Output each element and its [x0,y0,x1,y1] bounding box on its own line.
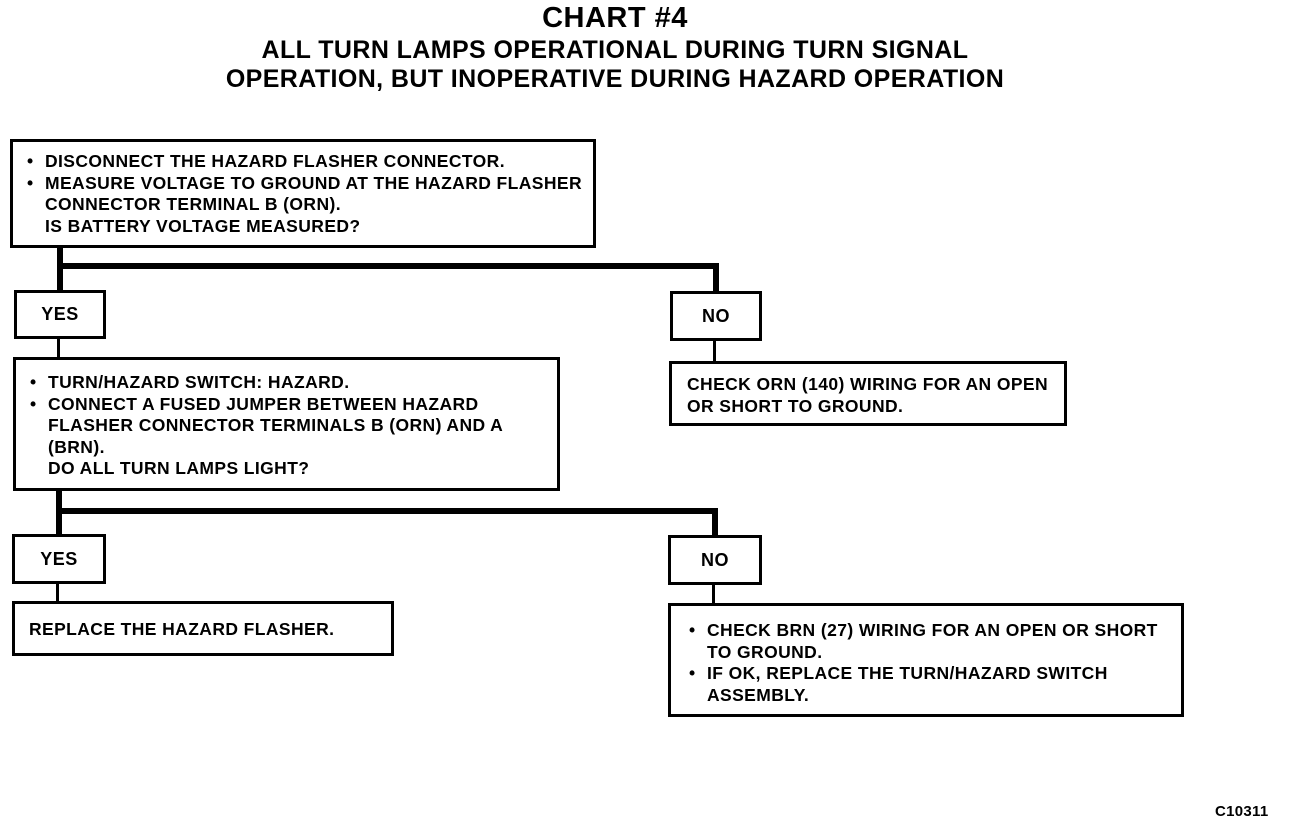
step2-no-result-box: CHECK BRN (27) WIRING FOR AN OPEN OR SHO… [668,603,1184,717]
connector-step1-horizontal [57,263,719,269]
connector-step1-down [57,246,63,292]
step2-yes-label: YES [12,534,106,584]
step2-bullet: TURN/HAZARD SWITCH: HAZARD. [28,372,547,394]
step1-bullet: MEASURE VOLTAGE TO GROUND AT THE HAZARD … [25,173,583,216]
connector-step2-horizontal [56,508,718,514]
chart-subtitle-line2: OPERATION, BUT INOPERATIVE DURING HAZARD… [225,65,1005,93]
step1-box: DISCONNECT THE HAZARD FLASHER CONNECTOR.… [10,139,596,248]
step2-box: TURN/HAZARD SWITCH: HAZARD. CONNECT A FU… [13,357,560,491]
connector-step2-no-down [712,508,718,537]
step1-bullet: DISCONNECT THE HAZARD FLASHER CONNECTOR. [25,151,583,173]
step1-no-label: NO [670,291,762,341]
step1-no-result-text: CHECK ORN (140) WIRING FOR AN OPEN OR SH… [687,374,1049,416]
step1-question: IS BATTERY VOLTAGE MEASURED? [45,215,361,236]
step2-no-result-bullet: IF OK, REPLACE THE TURN/HAZARD SWITCH AS… [687,663,1171,706]
step2-question: DO ALL TURN LAMPS LIGHT? [48,458,310,478]
chart-title: CHART #4 [542,2,688,34]
step2-bullet-list: TURN/HAZARD SWITCH: HAZARD. CONNECT A FU… [28,372,547,458]
step2-no-result-bullet: CHECK BRN (27) WIRING FOR AN OPEN OR SHO… [687,620,1171,663]
step1-bullet-list: DISCONNECT THE HAZARD FLASHER CONNECTOR.… [25,151,583,216]
chart-subtitle-line1: ALL TURN LAMPS OPERATIONAL DURING TURN S… [261,36,969,64]
connector-yes1-to-step2 [57,337,60,359]
figure-code: C10311 [1215,803,1269,820]
step2-yes-result-box: REPLACE THE HAZARD FLASHER. [12,601,394,656]
connector-yes2-to-result [56,582,59,603]
step2-bullet: CONNECT A FUSED JUMPER BETWEEN HAZARD FL… [28,394,547,459]
step2-yes-result-text: REPLACE THE HAZARD FLASHER. [29,619,335,639]
connector-step1-no-down [713,263,719,293]
step1-no-result-box: CHECK ORN (140) WIRING FOR AN OPEN OR SH… [669,361,1067,426]
connector-no1-to-result [713,339,716,363]
step1-yes-label: YES [14,290,106,339]
step2-no-label: NO [668,535,762,585]
connector-no2-to-result [712,582,715,605]
step2-no-result-list: CHECK BRN (27) WIRING FOR AN OPEN OR SHO… [687,620,1171,706]
